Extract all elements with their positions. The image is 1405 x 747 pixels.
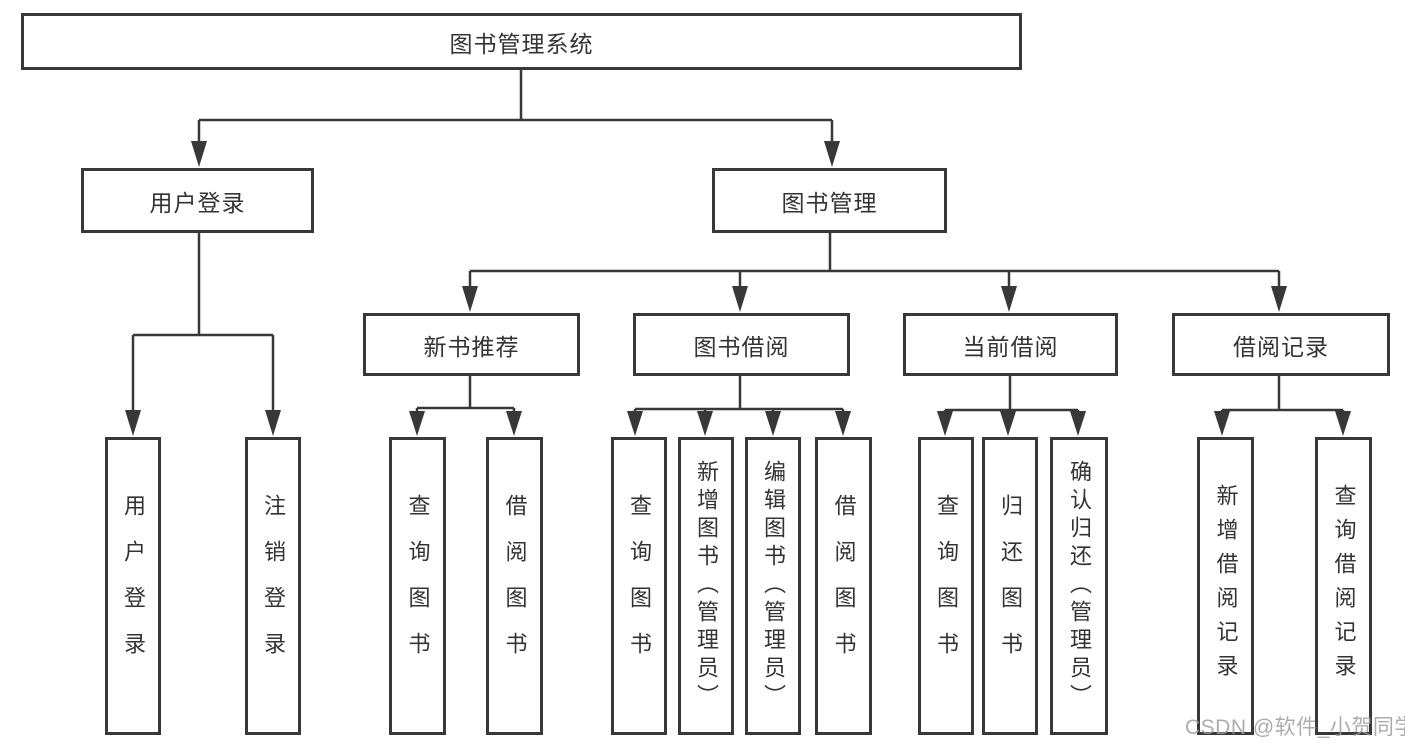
arrowhead-icons: [125, 141, 1351, 436]
leaf-query-books-current: 查询图书: [918, 437, 974, 735]
node-label: 借阅记录: [1233, 333, 1329, 360]
node-book-borrowing: 图书借阅: [633, 313, 850, 376]
node-user-login: 用户登录: [81, 168, 314, 233]
leaf-confirm-return-admin: 确认归还（管理员）: [1050, 437, 1108, 735]
node-new-book-recommendation: 新书推荐: [363, 313, 580, 376]
leaf-label: 借阅图书: [502, 494, 528, 678]
leaf-label: 查询借阅记录: [1331, 484, 1357, 688]
node-book-management: 图书管理: [712, 168, 947, 233]
leaf-label: 新增图书（管理员）: [694, 460, 719, 712]
leaf-query-borrow-record: 查询借阅记录: [1315, 437, 1372, 735]
node-label: 用户登录: [149, 189, 246, 216]
leaf-borrow-books-newbook: 借阅图书: [486, 437, 543, 735]
leaf-label: 借阅图书: [831, 494, 857, 678]
leaf-query-books-borrow: 查询图书: [611, 437, 667, 735]
leaf-user-login: 用户登录: [105, 437, 161, 735]
node-borrowing-records: 借阅记录: [1172, 313, 1390, 376]
leaf-query-books-newbook: 查询图书: [389, 437, 446, 735]
leaf-label: 注销登录: [261, 494, 286, 678]
leaf-borrow-books: 借阅图书: [815, 437, 872, 735]
leaf-logout: 注销登录: [245, 437, 301, 735]
node-label: 当前借阅: [962, 333, 1059, 360]
leaf-add-books-admin: 新增图书（管理员）: [678, 437, 734, 735]
node-label: 图书管理系统: [449, 30, 594, 57]
leaf-return-books: 归还图书: [982, 437, 1038, 735]
node-library-management-system: 图书管理系统: [21, 13, 1022, 70]
csdn-watermark: CSDN @软件_小贺同学: [1185, 716, 1405, 739]
leaf-label: 查询图书: [627, 494, 652, 678]
node-current-borrowing: 当前借阅: [903, 313, 1118, 376]
leaf-label: 查询图书: [934, 494, 959, 678]
leaf-label: 编辑图书（管理员）: [761, 460, 786, 712]
node-label: 图书借阅: [693, 333, 790, 360]
leaf-add-borrow-record: 新增借阅记录: [1197, 437, 1254, 735]
leaf-label: 用户登录: [121, 494, 146, 678]
leaf-label: 确认归还（管理员）: [1067, 460, 1092, 712]
leaf-label: 查询图书: [405, 494, 431, 678]
node-label: 图书管理: [781, 189, 878, 216]
leaf-label: 归还图书: [998, 494, 1023, 678]
leaf-edit-books-admin: 编辑图书（管理员）: [745, 437, 801, 735]
node-label: 新书推荐: [423, 333, 520, 360]
leaf-label: 新增借阅记录: [1213, 484, 1239, 688]
